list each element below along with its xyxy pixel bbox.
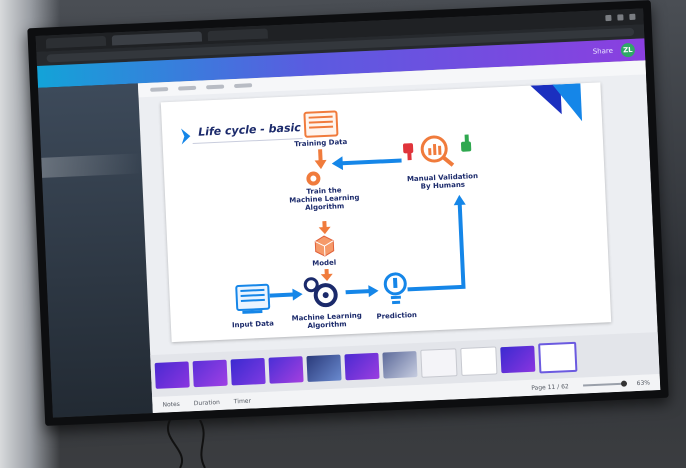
screen: Share ZL Life cycle - basic [35,8,661,418]
toolbar-item[interactable] [234,83,253,89]
thumbs-down-icon [402,143,414,161]
slide-thumbnail[interactable] [306,354,342,383]
maximize-icon[interactable] [617,14,624,21]
slide-thumbnail[interactable] [500,345,536,374]
arrow-right-icon [269,288,303,301]
label-prediction: Prediction [376,310,418,321]
lightbulb-icon [383,272,407,305]
label-input-data: Input Data [231,319,275,330]
slide-thumbnail[interactable] [268,356,304,384]
zoom-slider-handle[interactable] [620,380,627,387]
timer-button[interactable]: Timer [233,397,252,405]
slide-thumbnail[interactable] [230,357,266,386]
slide-title: Life cycle - basic [197,121,302,139]
share-button[interactable]: Share [592,46,614,56]
training-data-icon [303,110,339,138]
magnifier-chart-icon [420,135,455,167]
minimize-icon[interactable] [605,14,612,22]
side-panel [38,83,153,418]
power-cable [167,420,206,468]
tv-monitor: Share ZL Life cycle - basic [27,0,669,426]
slide-thumbnail-selected[interactable] [538,341,578,374]
model-cube-icon [314,235,335,257]
feedback-loop-arrow [407,194,466,292]
editor-canvas: Life cycle - basic Training Data Train t… [137,60,661,414]
close-icon[interactable] [629,13,636,21]
slide-decor-stripe [552,83,583,123]
label-model: Model [312,258,337,268]
slide-thumbnail[interactable] [382,351,418,379]
arrow-down-icon [314,149,327,170]
toolbar-item[interactable] [178,85,197,91]
zoom-slider[interactable] [582,380,627,387]
toolbar-item[interactable] [150,87,169,92]
screen-glare [41,153,142,178]
label-manual-validation: Manual Validation By Humans [406,172,479,191]
slide-thumbnail[interactable] [344,352,380,381]
duration-button[interactable]: Duration [193,398,221,407]
window-controls [605,13,643,22]
browser-tab-active[interactable] [111,31,203,46]
avatar[interactable]: ZL [620,42,636,58]
toolbar-item[interactable] [206,84,225,90]
notes-button[interactable]: Notes [162,400,180,409]
input-data-icon [235,283,271,312]
arrow-down-icon [318,220,331,235]
browser-tab[interactable] [45,35,107,49]
thumbs-up-icon [460,134,472,152]
slide[interactable]: Life cycle - basic Training Data Train t… [160,82,612,343]
slide-thumbnail[interactable] [192,359,228,388]
slide-thumbnail[interactable] [420,348,458,378]
browser-tab[interactable] [207,28,268,42]
label-ml-algorithm: Machine Learning Algorithm [291,311,362,330]
arrow-left-icon [331,156,402,171]
slide-thumbnail[interactable] [460,346,498,377]
gears-icon [303,277,338,308]
zoom-level[interactable]: 63% [636,378,651,387]
slide-thumbnail[interactable] [154,361,190,389]
page-indicator: Page 11 / 62 [531,382,569,392]
label-train-algorithm: Train the Machine Learning Algorithm [289,186,360,213]
arrow-down-icon [320,268,333,282]
gear-brain-icon [306,171,321,186]
chevron-right-icon [180,128,191,145]
monitor-stand [242,309,263,314]
arrow-right-icon [345,285,379,298]
